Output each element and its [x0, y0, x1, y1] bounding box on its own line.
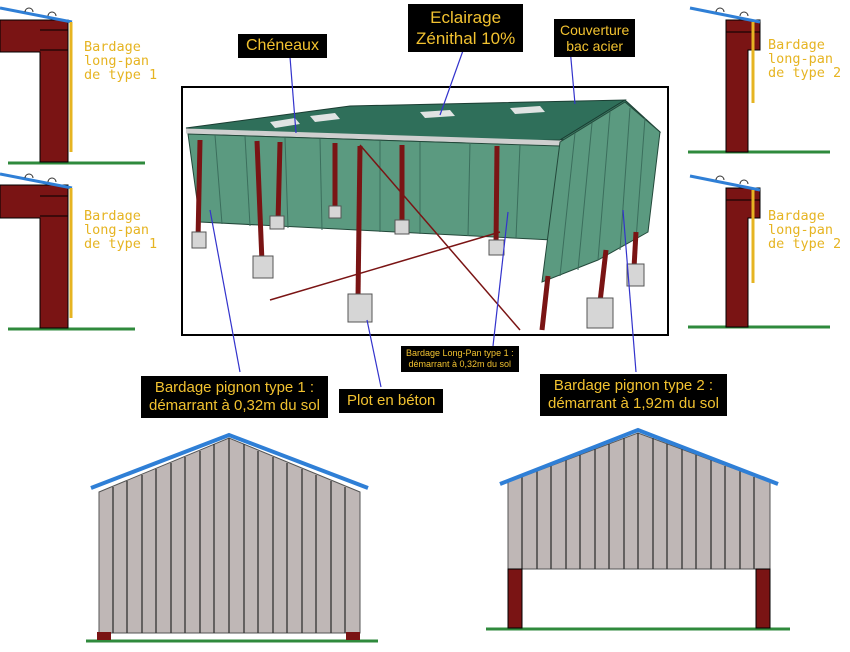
- gable-type-2: [486, 427, 790, 631]
- steel-column: [0, 19, 69, 163]
- steel-column: [507, 568, 523, 629]
- callout-cheneaux: Chéneaux: [238, 34, 327, 58]
- callout-plot-beton: Plot en béton: [339, 389, 444, 413]
- detail-top-left: [0, 6, 145, 165]
- column-base: [97, 632, 111, 640]
- gable-wall-3d: [541, 101, 661, 283]
- gable-cladding: [507, 432, 771, 570]
- skylights: [270, 106, 545, 128]
- column-base: [346, 632, 360, 640]
- roof-edge: [0, 6, 73, 24]
- long-pan-wall: [187, 133, 561, 241]
- gutter: [185, 128, 561, 146]
- roof-edge: [499, 427, 779, 486]
- gable-type-1: [86, 432, 378, 643]
- steel-column: [755, 568, 771, 629]
- bracing: [269, 144, 521, 331]
- building-3d-view: [181, 86, 669, 336]
- callout-pignon-type-1: Bardage pignon type 1 :démarrant à 0,32m…: [141, 376, 328, 418]
- concrete-pads: [191, 205, 645, 329]
- roof-edge: [90, 432, 369, 490]
- callout-long-pan-type-1: Bardage Long-Pan type 1 :démarrant à 0,3…: [401, 346, 519, 372]
- steel-columns: [195, 139, 639, 331]
- detail-top-right: [688, 6, 830, 154]
- leader-lines: [209, 44, 637, 388]
- callout-pignon-type-2: Bardage pignon type 2 :démarrant à 1,92m…: [540, 374, 727, 416]
- detail-mid-left: [0, 172, 135, 331]
- detail-mid-right: [688, 174, 830, 329]
